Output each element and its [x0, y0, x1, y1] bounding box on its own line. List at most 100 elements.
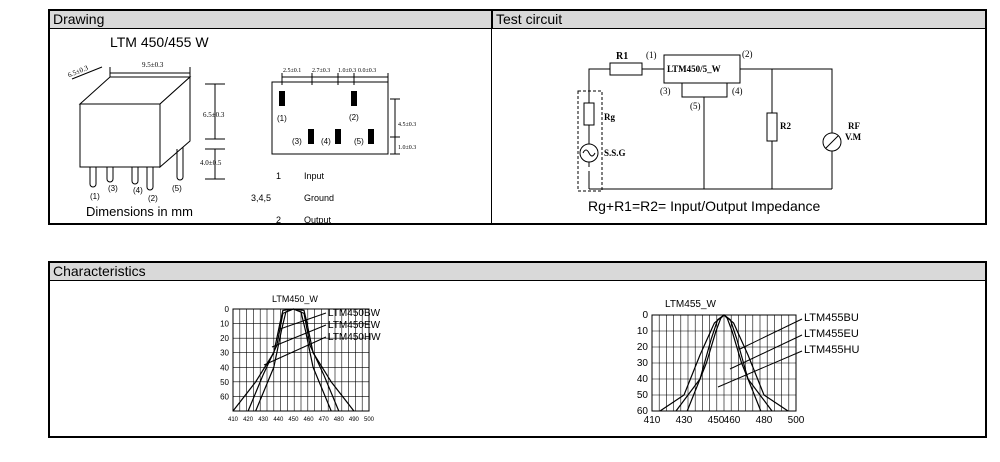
c2-ytick-0: 0	[642, 310, 648, 321]
c2-ytick-40: 40	[637, 374, 649, 385]
dim-row-offset: 1.0±0.3	[398, 145, 416, 151]
c2-xtick-500: 500	[788, 415, 805, 426]
characteristics-panel: Characteristics LTM450_W 0 10 20 30 40 50 60 4…	[48, 261, 987, 438]
pad-2	[351, 91, 357, 106]
c2-xtick-430: 430	[676, 415, 693, 426]
dim-width: 9.5±0.3	[142, 61, 164, 69]
c2-series-3	[686, 314, 762, 412]
pin-label-4: (4)	[133, 186, 143, 195]
circuit-wires	[577, 54, 842, 192]
chart2-title: LTM455_W	[665, 299, 717, 310]
pin-table-num-1: 1	[276, 171, 281, 181]
c1-ytick-20: 20	[220, 334, 229, 343]
dim-pitch-b: 2.7±0.3	[312, 68, 330, 74]
chart1-curves	[232, 308, 355, 412]
ssg-label: S.S.G	[604, 148, 626, 158]
c2-xtick-480: 480	[756, 415, 773, 426]
c1-xtick-500: 500	[364, 417, 375, 423]
chart1-legend-ew: LTM450EW	[328, 320, 381, 331]
characteristics-title: Characteristics	[53, 263, 146, 279]
panel-divider	[491, 11, 492, 223]
pin-label-5: (5)	[172, 184, 182, 193]
c1-xtick-410: 410	[228, 417, 239, 423]
pin1-label: (1)	[646, 50, 657, 60]
drawing-header: Drawing	[50, 11, 492, 29]
c1-xtick-490: 490	[349, 417, 360, 423]
rf-label: RF	[848, 121, 860, 131]
c1-xtick-450: 450	[288, 417, 299, 423]
c1-ytick-50: 50	[220, 378, 229, 387]
c1-series-3	[255, 308, 332, 412]
dim-pitch-d: 0.0±0.3	[358, 68, 376, 74]
pad-5	[368, 129, 374, 144]
pin5-label: (5)	[690, 101, 701, 111]
c1-xtick-440: 440	[273, 417, 284, 423]
c2-xtick-450: 450	[708, 415, 725, 426]
chart2-pointers	[717, 318, 803, 388]
pad-3	[308, 129, 314, 144]
c1-ytick-0: 0	[225, 305, 230, 314]
component-3d	[71, 66, 225, 191]
chart1-title: LTM450_W	[272, 294, 318, 304]
c2-ytick-10: 10	[637, 326, 649, 337]
test-circuit-svg: R1 (1) LTM450/5_W (2) (3) (4) (5) Rg R2 …	[577, 49, 862, 214]
c2-xtick-410: 410	[644, 415, 661, 426]
pin-table-num-2: 3,4,5	[251, 193, 271, 203]
pin2-label: (2)	[742, 49, 753, 59]
impedance-caption: Rg+R1=R2= Input/Output Impedance	[588, 198, 821, 214]
fp-pin-3: (3)	[292, 137, 302, 146]
rg-label: Rg	[604, 112, 615, 122]
chart2-legend-hu: LTM455HU	[804, 344, 859, 356]
pin-label-3: (3)	[108, 184, 118, 193]
fp-pin-1: (1)	[277, 114, 287, 123]
test-circuit-header: Test circuit	[492, 11, 985, 29]
characteristics-header: Characteristics	[50, 263, 985, 281]
c2-ytick-50: 50	[637, 390, 649, 401]
c2-ytick-30: 30	[637, 358, 649, 369]
c1-ytick-60: 60	[220, 392, 229, 401]
chart2-grid	[651, 314, 797, 412]
drawing-svg: LTM 450/455 W 9.5±0.3 6.5±0.3 6.	[67, 34, 417, 223]
chart2-legend-eu: LTM455EU	[804, 328, 859, 340]
chip-label: LTM450/5_W	[667, 64, 721, 74]
c1-xtick-480: 480	[334, 417, 345, 423]
pin-table-desc-2: Ground	[304, 193, 334, 203]
dimensions-caption: Dimensions in mm	[86, 204, 193, 219]
chart1-legend-bw: LTM450BW	[328, 308, 381, 319]
c2-ytick-20: 20	[637, 342, 649, 353]
c1-xtick-460: 460	[304, 417, 315, 423]
pin-label-2: (2)	[148, 194, 158, 203]
fp-pin-4: (4)	[321, 137, 331, 146]
dim-row-gap: 4.5±0.3	[398, 122, 416, 128]
fp-pin-5: (5)	[354, 137, 364, 146]
c1-ytick-40: 40	[220, 363, 229, 372]
drawing-title: Drawing	[53, 11, 105, 27]
top-panel: Drawing Test circuit LTM 450/455 W	[48, 9, 987, 225]
fp-pin-2: (2)	[349, 113, 359, 122]
chart2-legend-bu: LTM455BU	[804, 312, 859, 324]
r2-label: R2	[780, 121, 791, 131]
c2-xtick-460: 460	[724, 415, 741, 426]
c1-xtick-470: 470	[319, 417, 330, 423]
c2-ytick-60: 60	[637, 406, 649, 417]
pin-label-1: (1)	[90, 192, 100, 201]
pin3-label: (3)	[660, 86, 671, 96]
dim-pin-length: 4.0±0.5	[200, 159, 222, 167]
pin4-label: (4)	[732, 86, 743, 96]
chart1-legend-hw: LTM450HW	[328, 332, 381, 343]
chart-ltm450: LTM450_W 0 10 20 30 40 50 60 410 420 430 440 450 46…	[220, 294, 381, 423]
chart2-curves	[659, 314, 789, 412]
model-label: LTM 450/455 W	[110, 34, 209, 50]
pad-4	[335, 129, 341, 144]
dim-pitch-c: 1.0±0.3	[338, 68, 356, 74]
dim-height: 6.5±0.3	[203, 111, 225, 119]
c1-ytick-30: 30	[220, 349, 229, 358]
pin-table-desc-3: Output	[304, 215, 332, 223]
r1-label: R1	[616, 51, 628, 62]
c1-xtick-430: 430	[258, 417, 269, 423]
pad-1	[279, 91, 285, 106]
c1-xtick-420: 420	[243, 417, 254, 423]
c1-ytick-10: 10	[220, 320, 229, 329]
pin-table-num-3: 2	[276, 215, 281, 223]
